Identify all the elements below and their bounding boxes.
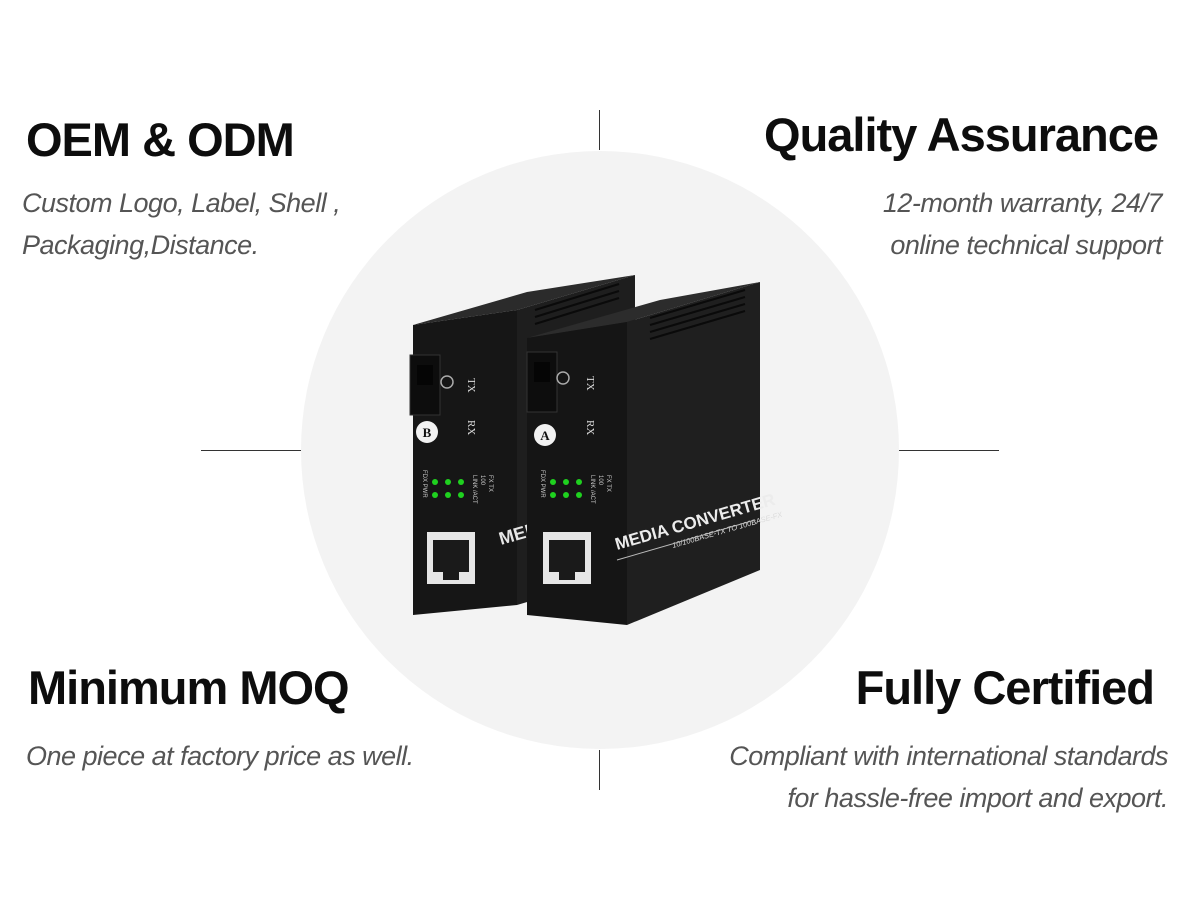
divider-bottom bbox=[599, 750, 600, 790]
fully-certified-description: Compliant with international standards f… bbox=[729, 735, 1168, 819]
unit-b-rx-label: RX bbox=[465, 420, 477, 435]
unit-a-led-label-right: 100 bbox=[597, 475, 603, 486]
quality-assurance-title: Quality Assurance bbox=[764, 108, 1159, 161]
unit-b-leds bbox=[432, 479, 464, 498]
divider-left bbox=[201, 450, 301, 451]
moq-line-1: One piece at factory price as well. bbox=[26, 741, 414, 771]
unit-a-leds bbox=[550, 479, 582, 498]
oem-odm-line-1: Custom Logo, Label, Shell , bbox=[22, 188, 341, 218]
unit-b-led-label-left: FDX PWR bbox=[421, 470, 427, 498]
minimum-moq-description: One piece at factory price as well. bbox=[26, 735, 414, 777]
unit-a-led-label-mid: LINK /ACT bbox=[589, 475, 595, 504]
unit-b-led-label-right: 100 bbox=[479, 475, 485, 486]
oem-odm-description: Custom Logo, Label, Shell , Packaging,Di… bbox=[22, 182, 341, 266]
media-converter-unit-a: A TX RX FDX PWR LINK /ACT 100 FX TX MEDI… bbox=[526, 282, 784, 625]
oem-odm-title: OEM & ODM bbox=[26, 113, 295, 166]
quality-line-2: online technical support bbox=[890, 230, 1162, 260]
unit-a-rx-label: RX bbox=[584, 420, 596, 435]
oem-odm-line-2: Packaging,Distance. bbox=[22, 230, 259, 260]
media-converter-pair-image: B TX RX FDX PWR LINK /ACT 100 FX TX MED bbox=[409, 275, 784, 625]
quality-line-1: 12-month warranty, 24/7 bbox=[882, 188, 1163, 218]
unit-a-badge: A bbox=[540, 428, 550, 443]
unit-a-led-label-left: FDX PWR bbox=[539, 470, 545, 498]
certified-line-2: for hassle-free import and export. bbox=[787, 783, 1168, 813]
quality-assurance-description: 12-month warranty, 24/7 online technical… bbox=[882, 182, 1163, 266]
divider-top bbox=[599, 110, 600, 150]
unit-b-badge: B bbox=[423, 425, 432, 440]
divider-right bbox=[899, 450, 999, 451]
certified-line-1: Compliant with international standards bbox=[729, 741, 1168, 771]
unit-a-led-label-fx: FX TX bbox=[605, 475, 611, 492]
unit-a-tx-label: TX bbox=[584, 376, 596, 391]
unit-b-tx-label: TX bbox=[465, 378, 477, 393]
unit-b-led-label-fx: FX TX bbox=[487, 475, 493, 492]
unit-b-led-label-mid: LINK /ACT bbox=[471, 475, 477, 504]
fully-certified-title: Fully Certified bbox=[855, 661, 1155, 714]
minimum-moq-title: Minimum MOQ bbox=[28, 661, 350, 714]
